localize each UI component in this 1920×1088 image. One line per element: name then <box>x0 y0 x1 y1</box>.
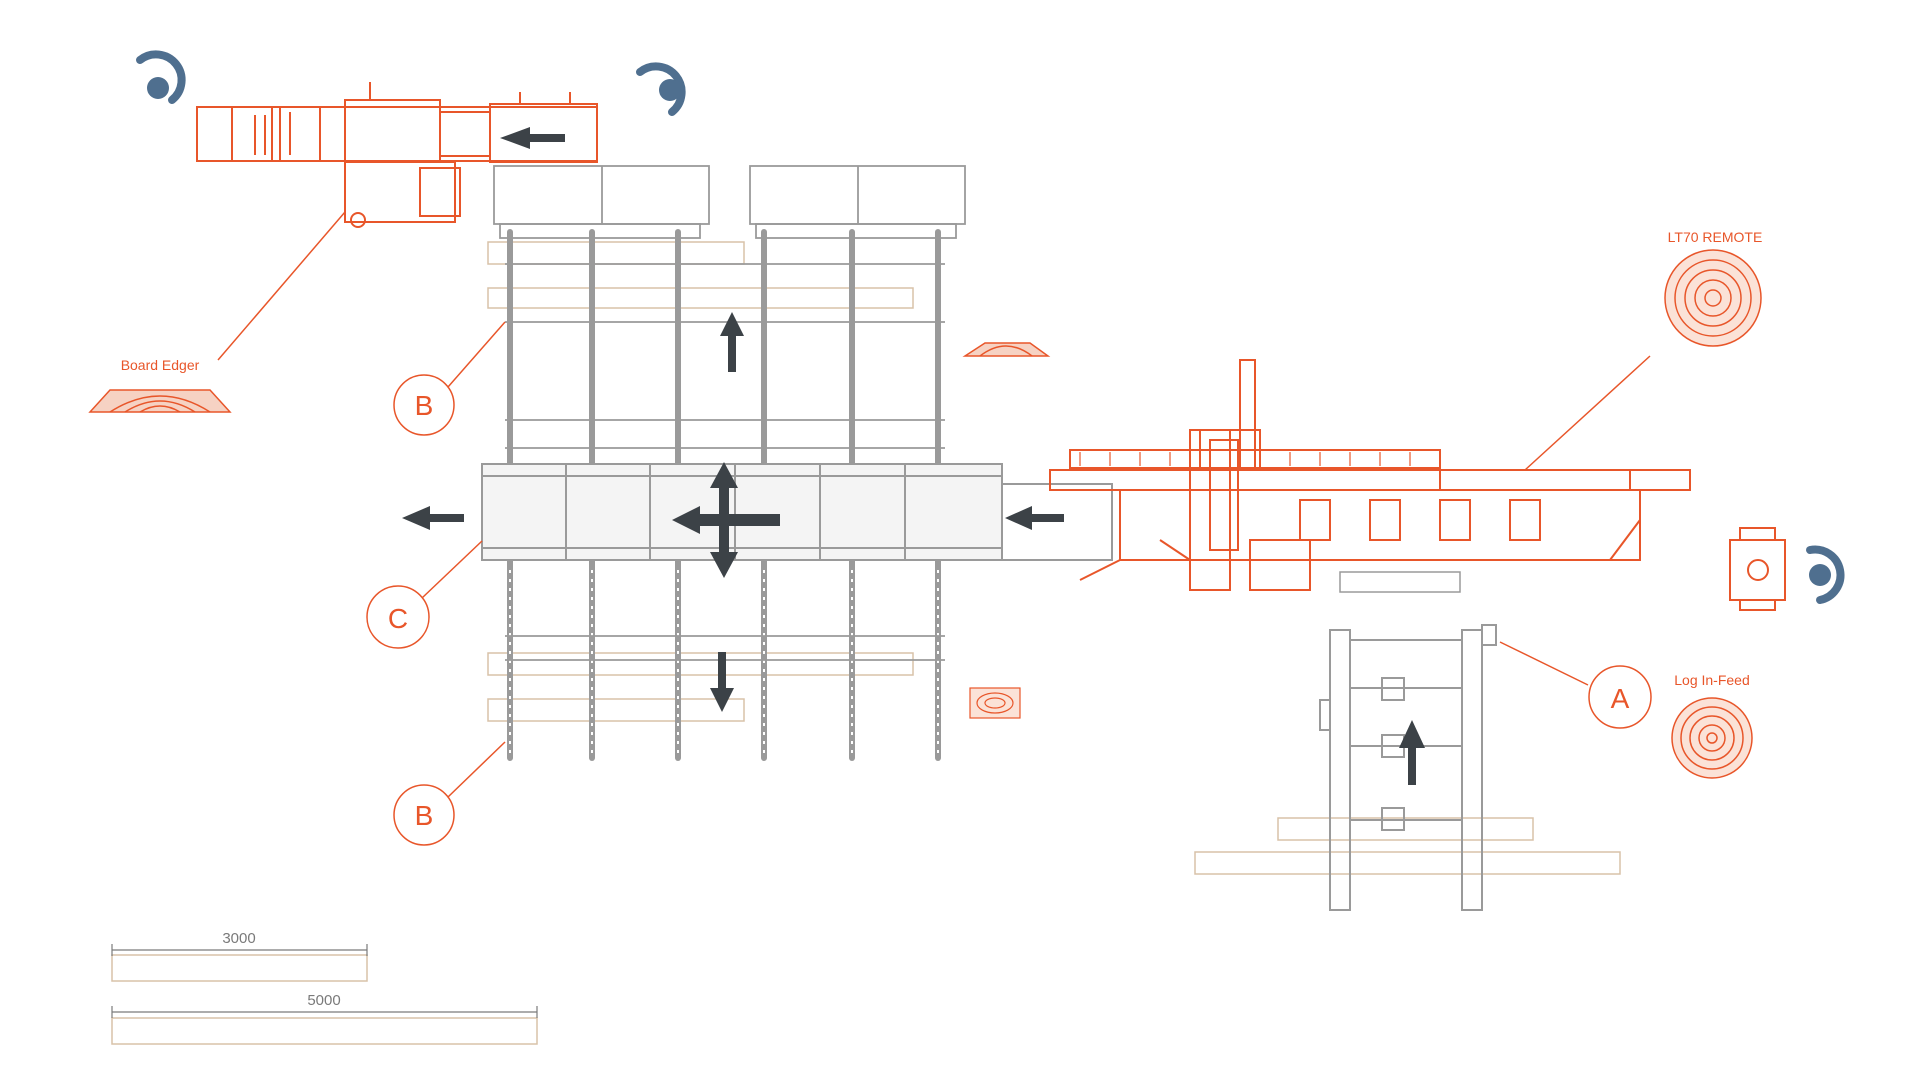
callout-b-bottom-circle <box>393 784 455 846</box>
arrow-up-top-icon <box>720 312 744 372</box>
callout-b-bottom-leader <box>447 741 506 798</box>
log-end-lt70 <box>1664 249 1762 347</box>
callout-c-circle <box>366 585 430 649</box>
remote-control-station <box>1729 527 1786 611</box>
operator-icon-3 <box>1806 545 1845 604</box>
lt70-bed-rollers <box>1079 452 1411 466</box>
transfer-deck <box>481 463 1113 561</box>
scale-bar-5000 <box>111 1006 538 1018</box>
arrow-cross-icon <box>672 462 780 578</box>
log-end-infeed <box>1671 697 1753 779</box>
lt70-remote-leader <box>1524 355 1651 471</box>
operator-icon-2 <box>636 62 686 116</box>
arrow-left-exit-icon <box>402 506 464 530</box>
log-infeed-label: Log In-Feed <box>1674 672 1750 688</box>
lt70-sawmill <box>1049 359 1691 591</box>
arrow-down-bottom-icon <box>710 652 734 712</box>
board-edger-leader <box>217 211 346 361</box>
log-slice-small <box>969 687 1021 719</box>
arrow-left-infeed-icon <box>1005 506 1064 530</box>
callout-a-leader <box>1499 641 1589 686</box>
top-storage-boxes <box>493 165 966 239</box>
arrow-up-infeed-icon <box>1399 720 1425 785</box>
scale-bar-3000-label: 3000 <box>222 930 255 947</box>
cross-members <box>505 263 945 661</box>
callout-b-top-circle <box>393 374 455 436</box>
board-outlines <box>111 241 1621 1045</box>
scale-bar-5000-label: 5000 <box>307 992 340 1009</box>
callout-c-leader <box>421 540 483 599</box>
operator-icon-1 <box>136 50 186 104</box>
callout-b-top-leader <box>447 321 506 388</box>
callout-a-letter: A <box>1611 683 1630 714</box>
callout-c-letter: C <box>388 603 408 634</box>
callout-a-circle <box>1588 665 1652 729</box>
callout-b-top-letter: B <box>415 390 434 421</box>
log-slice-half-mid <box>962 342 1051 357</box>
scale-bar-3000 <box>111 944 368 956</box>
transfer-chain-links <box>509 570 939 756</box>
edger-arrow-left-icon <box>500 127 565 149</box>
lt70-base-block <box>1339 571 1461 593</box>
callout-b-bottom-letter: B <box>415 800 434 831</box>
lt70-remote-label: LT70 REMOTE <box>1668 229 1763 245</box>
log-infeed-deck <box>1319 624 1497 911</box>
board-edger-label: Board Edger <box>121 357 200 373</box>
log-slice-half-left <box>88 389 232 413</box>
board-edger-machine <box>196 82 598 228</box>
